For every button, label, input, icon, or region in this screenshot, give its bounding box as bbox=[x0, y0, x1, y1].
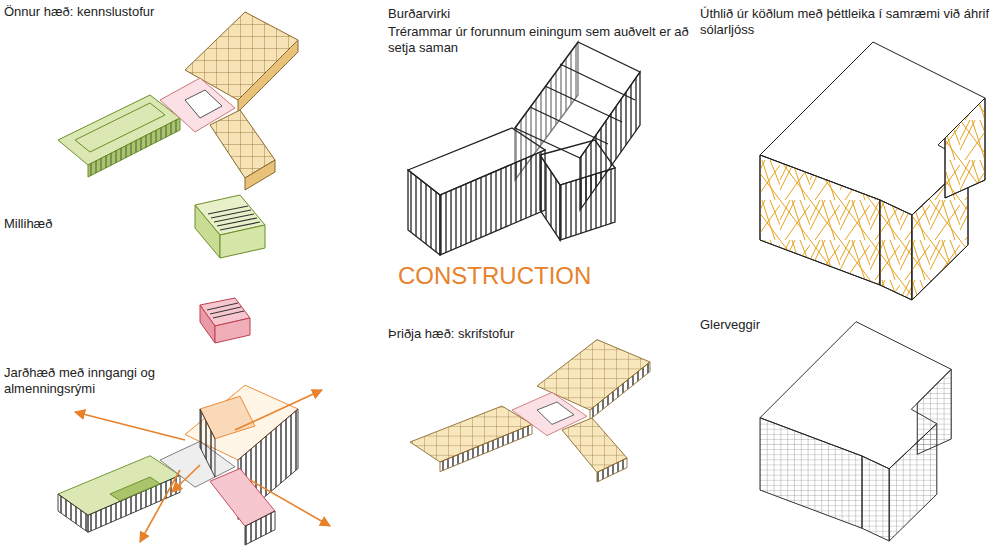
rope-facade-massing bbox=[760, 42, 985, 300]
frame-face bbox=[560, 168, 615, 240]
lobby bbox=[160, 441, 235, 487]
wing-side bbox=[440, 424, 532, 471]
floor-label: Þriðja hæð: skrifstofur bbox=[388, 326, 648, 342]
access-arrows bbox=[75, 390, 330, 542]
glass-wall-massing bbox=[760, 322, 951, 541]
columns bbox=[200, 409, 215, 477]
rope-face bbox=[945, 98, 985, 198]
second-floor-plan bbox=[58, 12, 298, 190]
floor-label: Millihæð bbox=[4, 216, 204, 232]
core bbox=[512, 392, 587, 435]
box-front bbox=[215, 318, 250, 343]
mezzanine bbox=[195, 195, 265, 343]
glass-face bbox=[862, 456, 889, 541]
rope-face bbox=[880, 200, 912, 300]
diagram-title: CONSTRUCTION bbox=[398, 262, 591, 290]
room bbox=[110, 477, 160, 501]
arrow bbox=[140, 470, 180, 542]
arrow bbox=[172, 465, 200, 492]
court bbox=[75, 103, 165, 152]
floor-label: Önnur hæð: kennslustofur bbox=[4, 4, 264, 20]
floor-label: Burðarvirki bbox=[388, 6, 708, 22]
arrow bbox=[75, 412, 185, 440]
stairs bbox=[207, 303, 244, 318]
frame-face bbox=[540, 155, 560, 240]
columns bbox=[58, 494, 88, 532]
floor-label: Glerveggir bbox=[700, 317, 900, 333]
floor-label: Úthlið úr köðlum með þéttleika í samræmi… bbox=[700, 6, 992, 38]
glass-face bbox=[917, 369, 951, 454]
frame-beams bbox=[530, 64, 635, 144]
columns bbox=[88, 475, 180, 532]
stairs bbox=[208, 206, 260, 230]
core bbox=[160, 78, 235, 132]
wing-side bbox=[245, 160, 275, 190]
wing-side bbox=[590, 362, 650, 420]
arrow bbox=[250, 480, 330, 526]
wing-side bbox=[597, 458, 627, 482]
glass-face bbox=[760, 418, 862, 529]
atrium bbox=[537, 402, 574, 424]
third-floor-plan bbox=[410, 340, 650, 482]
face bbox=[945, 98, 985, 198]
wing-side bbox=[238, 40, 298, 112]
frame-face bbox=[515, 42, 578, 180]
arrow bbox=[235, 390, 322, 430]
columns bbox=[245, 511, 275, 545]
timber-frame bbox=[408, 42, 640, 255]
box-side bbox=[200, 305, 215, 343]
atrium bbox=[185, 90, 222, 118]
floor-label: Trérammar úr forunnum einingum sem auðve… bbox=[388, 24, 706, 56]
face bbox=[760, 155, 880, 285]
face bbox=[880, 200, 912, 300]
rope-face bbox=[760, 155, 880, 285]
box-front bbox=[220, 225, 265, 258]
floor-label: Jarðhæð með inngangi og almenningsrými bbox=[4, 365, 172, 397]
ground-floor-plan bbox=[58, 385, 298, 545]
frame-face bbox=[440, 150, 545, 255]
